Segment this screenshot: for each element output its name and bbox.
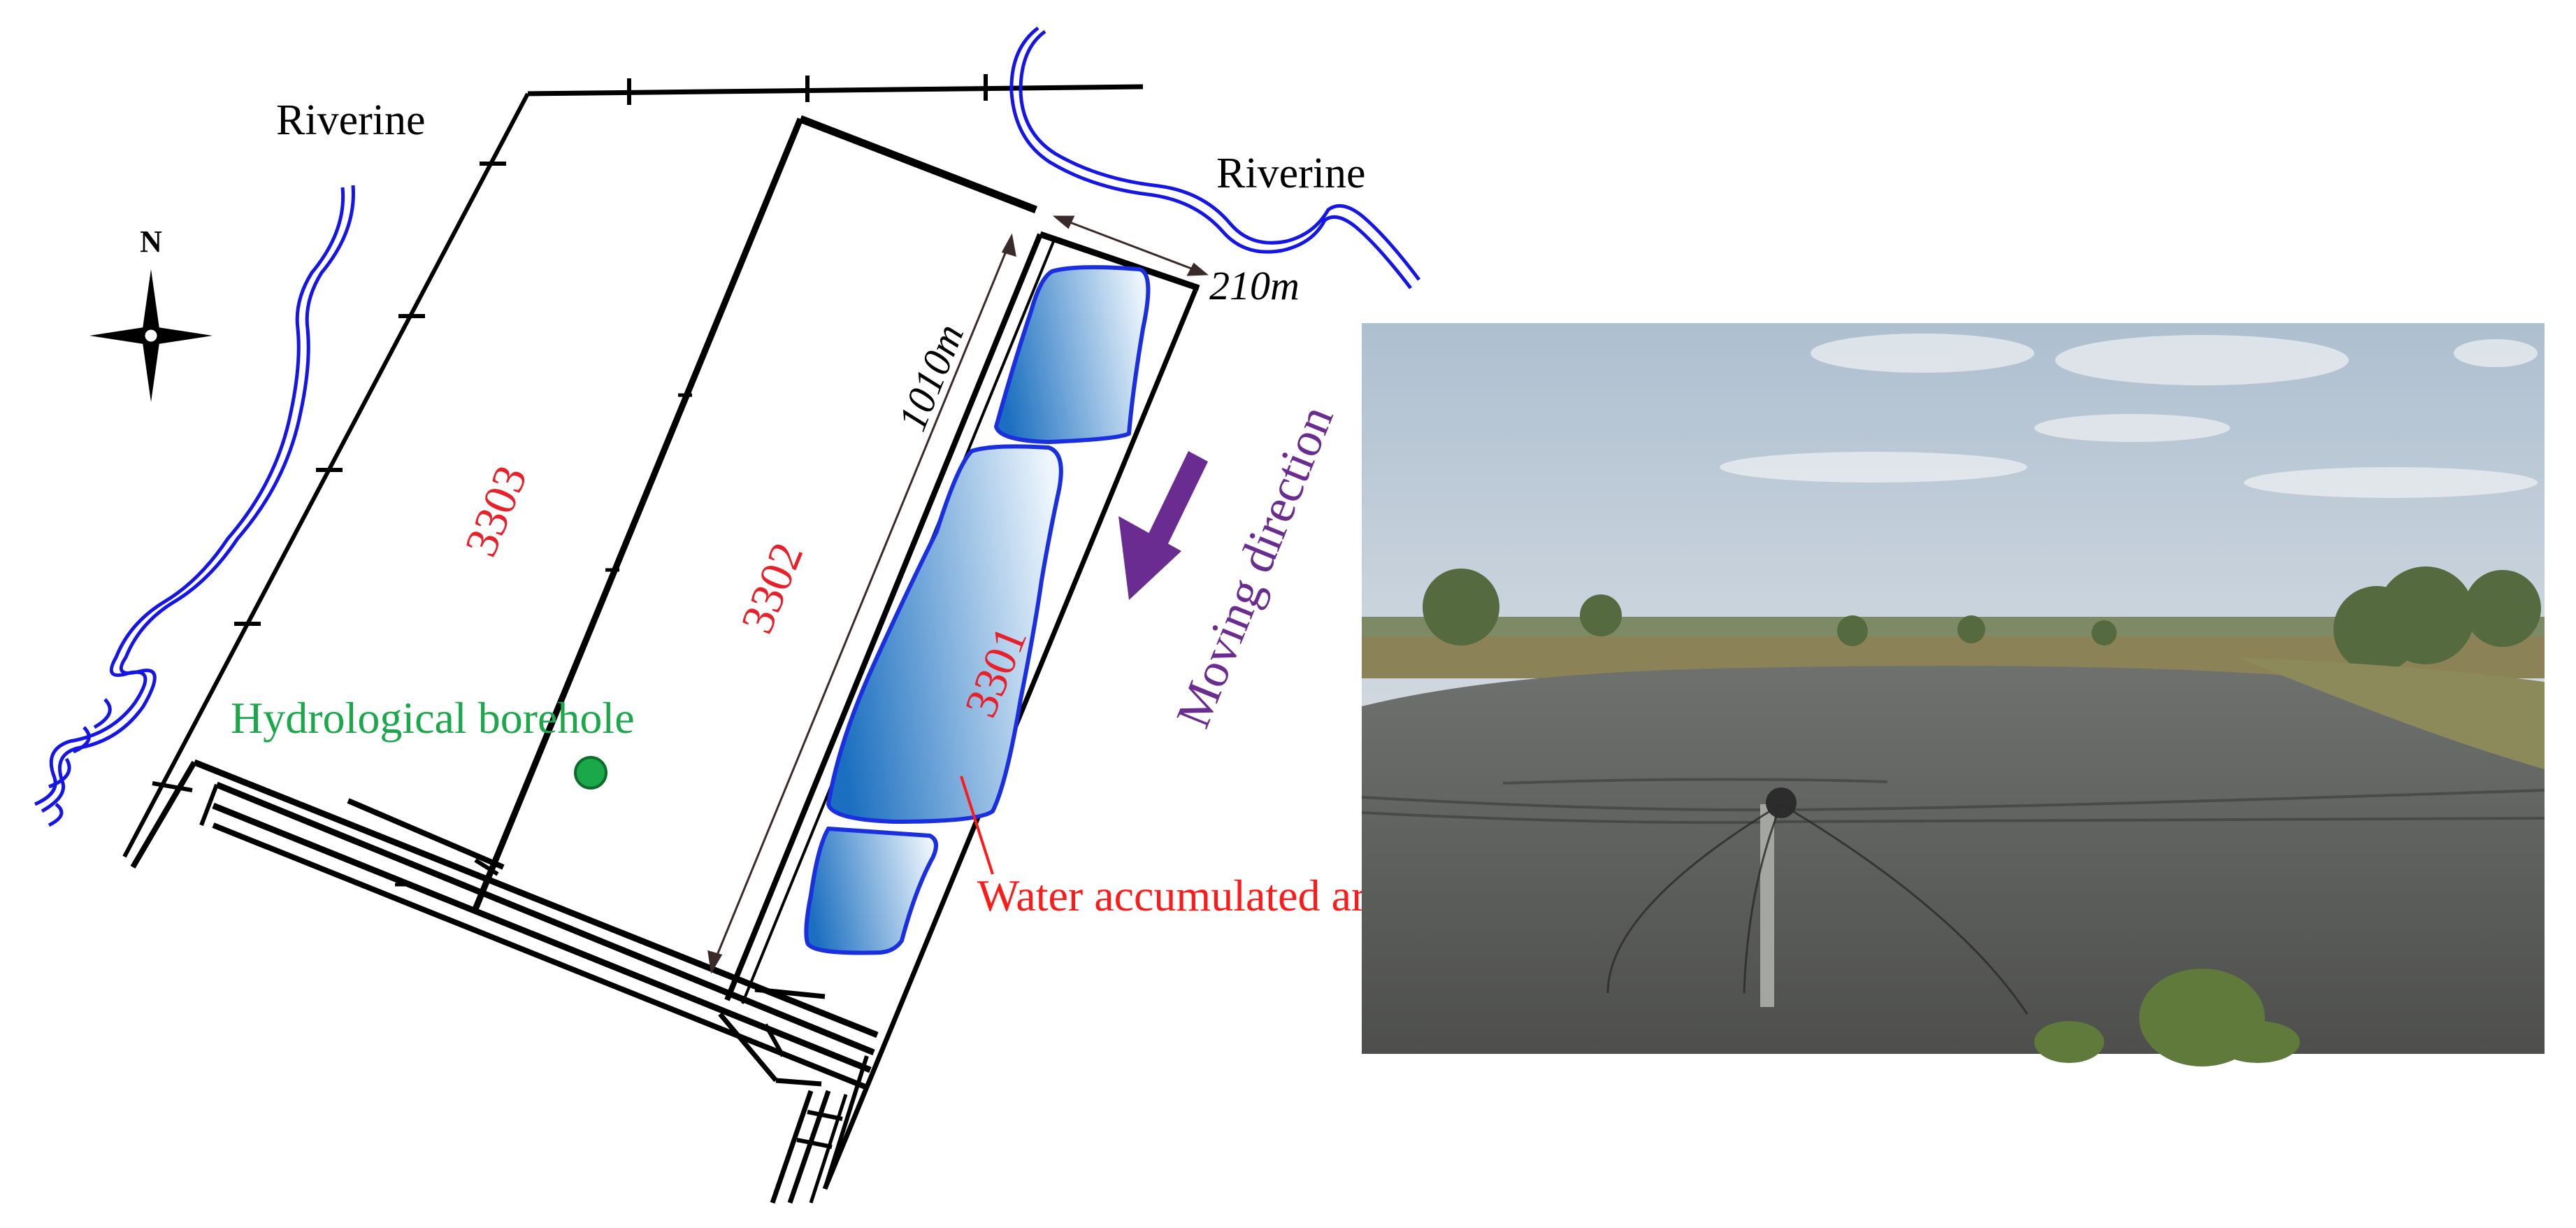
river-right: [1009, 27, 1420, 290]
mine-layout: [122, 74, 1200, 1204]
roadway-2: [215, 781, 875, 1056]
moving-direction-arrow-icon: [1118, 451, 1208, 600]
panel-3301-top-edge: [1039, 231, 1200, 292]
panel-boundary-3303-3302: [472, 117, 804, 911]
riverine-right-label: Riverine: [1216, 150, 1366, 197]
roadway-1: [193, 759, 879, 1038]
roadway-branch: [347, 798, 505, 870]
flooded-field-photo: [1361, 323, 2545, 1066]
river-left: [34, 185, 355, 827]
width-dimension-line: [1058, 217, 1203, 274]
water-area-leader-line: [960, 776, 994, 875]
moving-direction-label: Moving direction: [1166, 399, 1344, 735]
north-label: N: [140, 224, 162, 259]
top-boundary-line: [527, 84, 1144, 97]
panel-3302-label: 3302: [731, 536, 813, 641]
borehole-label: Hydrological borehole: [231, 693, 635, 743]
length-dimension-line: [712, 241, 1012, 966]
water-area-label: Water accumulated area: [977, 871, 1406, 920]
water-accumulated-areas: [804, 265, 1151, 955]
dimension-lines: [707, 215, 1209, 974]
left-boundary-line: [122, 92, 530, 858]
water-area-bottom: [804, 826, 938, 955]
panel-3302-top-edge: [799, 115, 1037, 214]
water-area-middle: [826, 444, 1063, 824]
water-area-top: [993, 265, 1151, 445]
boundary-ticks: [234, 74, 988, 626]
north-arrow-icon: [89, 269, 213, 402]
borehole-marker-icon: [574, 756, 607, 790]
riverine-left-label: Riverine: [276, 97, 426, 144]
roadway-4: [212, 822, 868, 1090]
panel-3301-left-edge: [724, 233, 1043, 1001]
roadway-3: [212, 802, 872, 1073]
width-dimension-label: 210m: [1209, 263, 1300, 308]
length-dimension-label: 1010m: [889, 317, 972, 437]
panel-3303-label: 3303: [455, 459, 537, 564]
